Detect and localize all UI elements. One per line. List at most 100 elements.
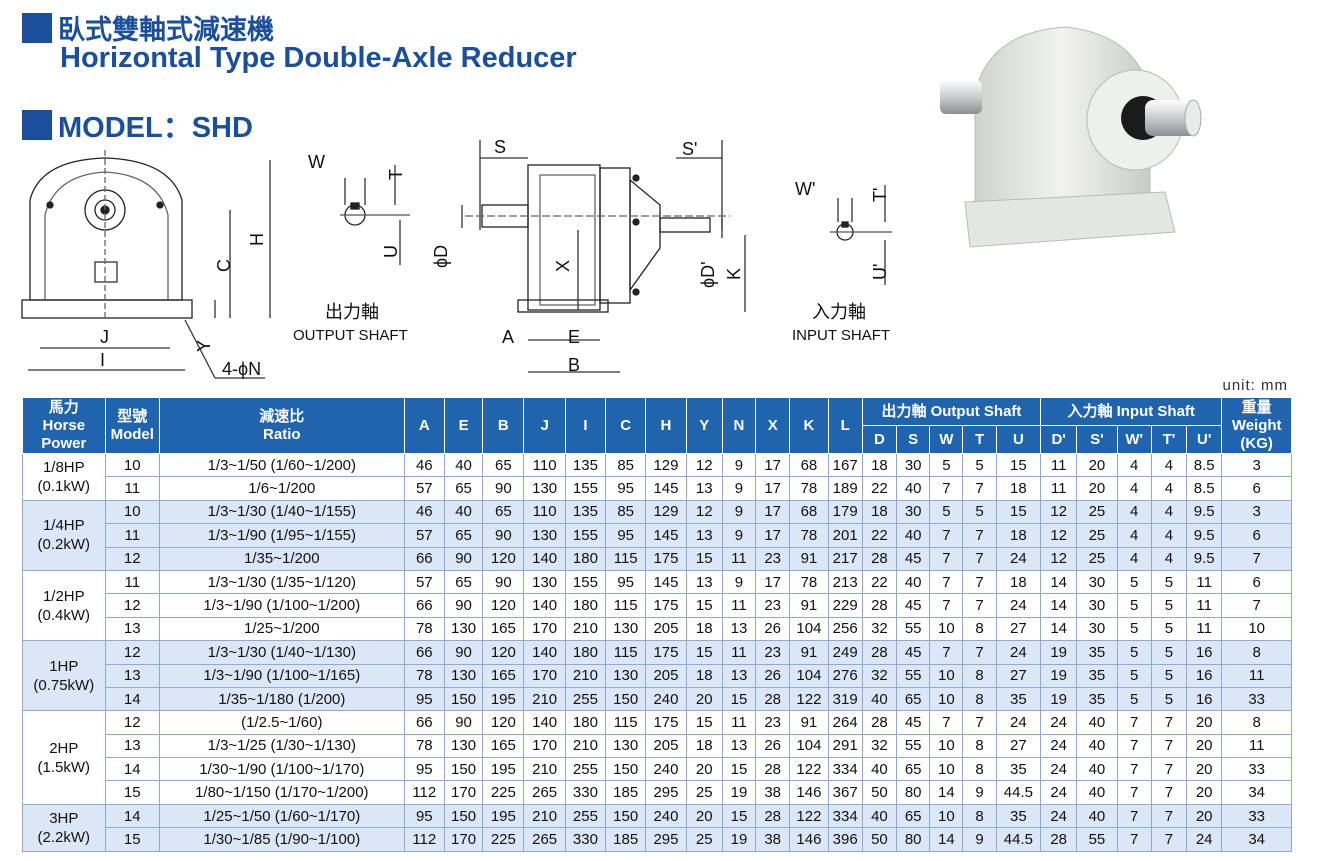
value-cell: 55 — [896, 733, 931, 759]
value-cell: 7 — [962, 546, 997, 571]
value-cell: 14 — [1040, 616, 1078, 642]
value-cell: 40 — [443, 499, 484, 525]
model-cell: 10 — [104, 452, 160, 478]
model-cell: 13 — [104, 616, 160, 642]
header-ratio-cn: 減速比 — [259, 407, 305, 425]
output-shaft-drawing — [340, 165, 410, 265]
power-hp: 1HP — [49, 657, 79, 675]
value-cell: 11 — [1186, 593, 1223, 618]
value-cell: 6 — [1221, 523, 1292, 548]
value-cell: 129 — [645, 452, 687, 478]
front-label-h: H — [247, 233, 267, 246]
value-cell: 40 — [861, 803, 898, 829]
value-cell: 27 — [995, 616, 1042, 642]
side-label-s2: S' — [682, 140, 697, 159]
value-cell: 255 — [564, 686, 607, 712]
value-cell: 23 — [755, 593, 791, 618]
value-cell: 7 — [929, 523, 964, 548]
value-cell: 295 — [645, 780, 687, 805]
value-cell: 5 — [1116, 663, 1152, 688]
side-view-drawing — [461, 140, 746, 373]
header-dim: Y — [685, 397, 723, 454]
ratio-cell: 1/30~1/85 (1/90~1/100) — [158, 827, 405, 852]
model-cell: 15 — [104, 827, 160, 852]
value-cell: 25 — [685, 780, 723, 805]
header-ratio: 減速比 Ratio — [158, 397, 405, 454]
value-cell: 229 — [827, 593, 863, 618]
ratio-cell: 1/3~1/30 (1/40~1/130) — [158, 640, 405, 665]
value-cell: 78 — [403, 733, 445, 759]
value-cell: 40 — [861, 686, 898, 712]
value-cell: 23 — [755, 546, 791, 571]
value-cell: 291 — [827, 733, 863, 759]
value-cell: 130 — [523, 476, 566, 501]
ratio-cell: 1/35~1/180 (1/200) — [158, 686, 405, 712]
value-cell: 8 — [962, 616, 997, 642]
value-cell: 10 — [929, 686, 964, 712]
value-cell: 12 — [1040, 546, 1078, 571]
value-cell: 19 — [1040, 686, 1078, 712]
value-cell: 20 — [1186, 710, 1223, 735]
value-cell: 14 — [1040, 593, 1078, 618]
value-cell: 7 — [1116, 803, 1152, 829]
model-cell: 14 — [104, 686, 160, 712]
value-cell: 38 — [755, 827, 791, 852]
value-cell: 30 — [896, 452, 931, 478]
header-power-en2: Power — [41, 434, 87, 452]
product-photo — [940, 26, 1202, 248]
header-ratio-en: Ratio — [263, 425, 301, 443]
value-cell: 90 — [443, 640, 484, 665]
value-cell: 19 — [721, 780, 757, 805]
ratio-cell: (1/2.5~1/60) — [158, 710, 405, 735]
power-hp: 1/4HP — [42, 517, 85, 535]
ratio-cell: 1/35~1/200 — [158, 546, 405, 571]
model-cell: 14 — [104, 803, 160, 829]
input-label-t: T' — [870, 188, 890, 202]
value-cell: 28 — [755, 686, 791, 712]
model-cell: 12 — [104, 710, 160, 735]
value-cell: 135 — [564, 499, 607, 525]
value-cell: 78 — [789, 569, 829, 595]
value-cell: 40 — [1076, 803, 1118, 829]
value-cell: 4 — [1116, 523, 1152, 548]
header-in-col: U' — [1186, 425, 1223, 454]
value-cell: 20 — [685, 757, 723, 782]
unit-label: unit: mm — [1222, 377, 1288, 394]
value-cell: 35 — [995, 757, 1042, 782]
value-cell: 20 — [1076, 476, 1118, 501]
value-cell: 180 — [564, 710, 607, 735]
header-dim: X — [755, 397, 791, 454]
header-weight-en2: (KG) — [1240, 434, 1273, 452]
value-cell: 130 — [523, 523, 566, 548]
value-cell: 24 — [995, 593, 1042, 618]
value-cell: 205 — [645, 733, 687, 759]
value-cell: 276 — [827, 663, 863, 688]
value-cell: 11 — [1040, 452, 1078, 478]
header-out-col: T — [962, 425, 997, 454]
value-cell: 150 — [443, 686, 484, 712]
value-cell: 40 — [1076, 733, 1118, 759]
value-cell: 7 — [929, 593, 964, 618]
value-cell: 55 — [1076, 827, 1118, 852]
dimension-drawings: H C J I Y 4-ϕN W T U 出力軸 OUTPUT SHAFT — [21, 140, 892, 379]
value-cell: 24 — [995, 640, 1042, 665]
value-cell: 175 — [645, 593, 687, 618]
value-cell: 33 — [1221, 757, 1292, 782]
value-cell: 15 — [721, 803, 757, 829]
value-cell: 9 — [721, 476, 757, 501]
front-label-i: I — [100, 350, 105, 370]
value-cell: 45 — [896, 640, 931, 665]
value-cell: 14 — [929, 780, 964, 805]
value-cell: 120 — [482, 546, 525, 571]
value-cell: 7 — [1116, 780, 1152, 805]
value-cell: 240 — [645, 803, 687, 829]
value-cell: 13 — [721, 616, 757, 642]
model-cell: 12 — [104, 593, 160, 618]
value-cell: 170 — [523, 733, 566, 759]
